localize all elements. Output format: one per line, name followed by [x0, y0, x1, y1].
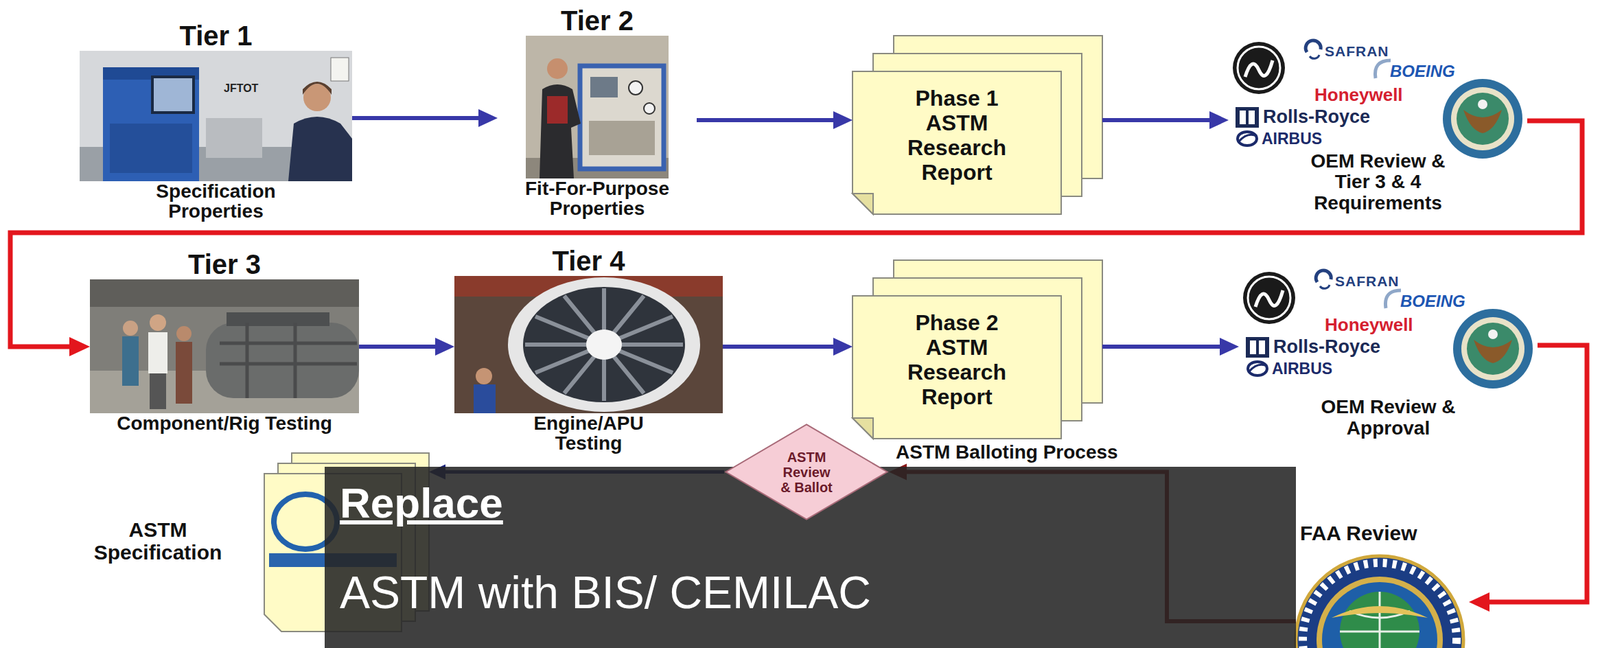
label-anchor: Rolls-Royce [1262, 107, 1371, 128]
arrow-head [833, 111, 853, 130]
label-anchor: BOEING [1389, 62, 1456, 81]
logo-text: Rolls-Royce [1273, 337, 1381, 358]
arrow-head [1468, 592, 1490, 612]
logo-text: Honeywell [1324, 315, 1414, 335]
logo-text: SAFRAN [1324, 43, 1390, 60]
tier-step: Tier 4 Engine/APU Testing [454, 245, 723, 454]
logo-text: AIRBUS [1271, 360, 1333, 378]
faa-review: FAA Review [1295, 518, 1469, 648]
label-anchor: JFTOT [223, 82, 259, 95]
text-area: Phase 1 ASTM Research Report [852, 71, 1062, 201]
report-title: Phase 2 ASTM Research Report [888, 310, 1026, 410]
connector [10, 120, 1583, 357]
arrow-head [1219, 337, 1239, 356]
decision-diamond: ASTM Review & Ballot [724, 423, 889, 521]
tier-caption: Engine/APU Testing [520, 413, 658, 454]
connector-line [10, 120, 1583, 347]
arrow-head [435, 337, 455, 356]
logo-text: BOEING [1389, 62, 1456, 81]
diamond-text: ASTM Review & Ballot [779, 449, 834, 495]
connector [1102, 337, 1239, 356]
connector [1102, 111, 1229, 130]
label-anchor: ASTM Balloting Process [895, 442, 1119, 464]
label-anchor: AIRBUS [1261, 130, 1323, 148]
arrow-head [478, 109, 498, 127]
connector [352, 109, 498, 127]
picture-slot [454, 275, 723, 414]
research-report: Phase 1 ASTM Research Report [852, 35, 1103, 215]
review-text: OEM Review & Tier 3 & 4 Requirements [1292, 151, 1465, 215]
connector [358, 337, 455, 356]
tier-step: Tier 1 Specification Properties [79, 20, 353, 222]
label-anchor: SAFRAN [1335, 273, 1400, 289]
label-anchor: SAFRAN [1324, 43, 1390, 60]
label-anchor: Honeywell [1314, 85, 1404, 106]
logo-text: Honeywell [1314, 85, 1404, 106]
connector-line [722, 344, 838, 349]
label-anchor: BOEING [1400, 292, 1466, 311]
tier-heading: Tier 4 [552, 245, 626, 276]
tier-step: Tier 3 Component/Rig Testing [89, 249, 359, 434]
note-heading: Replace [339, 477, 504, 529]
picture-slot [89, 279, 359, 414]
tier-heading: Tier 2 [560, 5, 634, 36]
review-text: OEM Review & Approval [1302, 396, 1475, 440]
logo-text: BOEING [1400, 292, 1466, 311]
connector [696, 111, 853, 130]
tier-step: Tier 2 Fit-For-Purpose Properties [497, 5, 697, 219]
arrow-head [69, 337, 90, 357]
connector-line [696, 118, 838, 123]
connector-line [352, 116, 483, 121]
label-anchor: Rolls-Royce [1273, 337, 1381, 358]
process-label: ASTM Balloting Process [895, 442, 1119, 464]
connector-line [1102, 118, 1214, 123]
research-report: Phase 2 ASTM Research Report [852, 260, 1103, 439]
report-title: Phase 1 ASTM Research Report [888, 86, 1026, 185]
connector-line [1102, 344, 1224, 349]
tier-caption: Fit-For-Purpose Properties [507, 178, 687, 219]
connector-line [1485, 345, 1587, 602]
tier-heading: Tier 3 [188, 249, 261, 280]
logo-text: SAFRAN [1335, 273, 1400, 289]
connector [1468, 345, 1587, 612]
tier-caption: Specification Properties [133, 181, 299, 222]
arrow-head [833, 337, 853, 356]
label-anchor: AIRBUS [1271, 360, 1333, 378]
arrow-head [1209, 111, 1229, 130]
logo-text: AIRBUS [1261, 130, 1323, 148]
tier-caption: Component/Rig Testing [116, 413, 333, 434]
picture-slot [79, 50, 353, 182]
faa-heading: FAA Review [1300, 521, 1469, 545]
picture-slot [497, 35, 697, 179]
text-area: Phase 2 ASTM Research Report [852, 295, 1062, 425]
spec-title: ASTM Specification [65, 518, 251, 564]
note-body: ASTM with BIS/ CEMILAC [339, 566, 872, 620]
tier-heading: Tier 1 [179, 20, 253, 51]
logo-text: Rolls-Royce [1262, 107, 1371, 128]
connector-line [358, 344, 440, 349]
label-anchor: Honeywell [1324, 315, 1414, 335]
photo-tag: JFTOT [223, 82, 259, 95]
connector [722, 337, 853, 356]
